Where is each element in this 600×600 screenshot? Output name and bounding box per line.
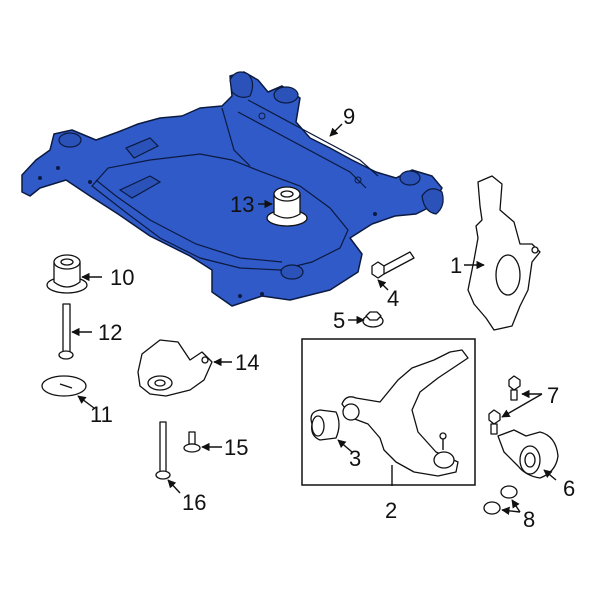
steering-knuckle[interactable] — [467, 175, 541, 331]
callout-2: 2 — [385, 498, 397, 523]
washer-plate[interactable] — [41, 375, 87, 397]
callout-16: 16 — [182, 490, 206, 515]
callout-1: 1 — [450, 253, 462, 278]
plugs[interactable] — [483, 485, 518, 515]
control-arm-rear-bushing[interactable] — [497, 429, 559, 479]
callout-12: 12 — [98, 320, 122, 345]
lower-control-arm-assembly[interactable] — [341, 349, 469, 477]
callout-14: 14 — [235, 350, 259, 375]
control-arm-group-box — [301, 338, 476, 486]
callout-labels: 1 2 3 4 5 6 7 8 9 10 11 12 13 14 15 16 — [90, 104, 575, 532]
callout-8: 8 — [523, 507, 535, 532]
crossmember-subframe[interactable] — [21, 71, 444, 307]
callout-13: 13 — [230, 192, 254, 217]
callout-5: 5 — [333, 308, 345, 333]
callout-15: 15 — [224, 435, 248, 460]
subframe-bolt[interactable] — [58, 303, 74, 360]
subframe-insulator[interactable] — [266, 186, 308, 227]
callout-10: 10 — [110, 265, 134, 290]
callout-11: 11 — [90, 402, 113, 427]
bushing-bolts[interactable] — [488, 375, 521, 435]
callout-3: 3 — [349, 446, 361, 471]
mount-bracket[interactable] — [137, 339, 213, 397]
callout-7: 7 — [547, 383, 559, 408]
bolt[interactable] — [371, 251, 415, 279]
bracket-bolt[interactable] — [183, 431, 201, 453]
callout-6: 6 — [563, 476, 575, 501]
nut[interactable] — [362, 311, 384, 328]
subframe-bushing[interactable] — [46, 254, 88, 294]
leader-lines — [71, 123, 557, 516]
long-bolt[interactable] — [155, 421, 171, 480]
callout-9: 9 — [343, 104, 355, 129]
control-arm-front-bushing[interactable] — [310, 409, 340, 441]
callout-4: 4 — [387, 286, 399, 311]
